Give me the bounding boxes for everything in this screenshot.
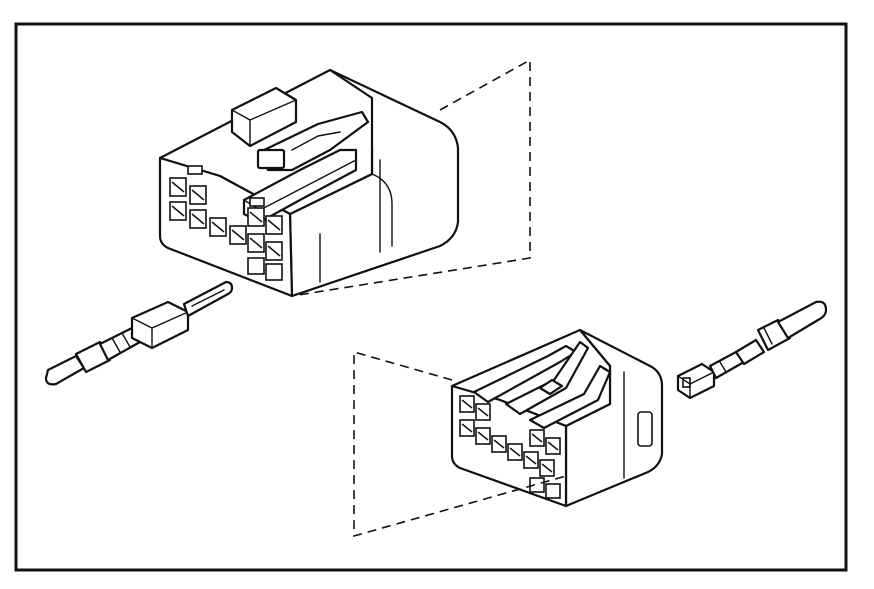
small-cavity-12	[545, 483, 561, 499]
large-connector-latch-right-ridge	[291, 131, 341, 151]
large-connector-key-slot-left	[187, 165, 203, 175]
small-terminal-neck-line	[719, 361, 727, 373]
small-terminal-crimp-line	[763, 327, 773, 345]
small-cavity-latches	[461, 399, 559, 473]
large-terminal-wire	[44, 354, 86, 386]
large-connector-rib	[371, 173, 393, 247]
small-connector-side-window	[637, 411, 653, 447]
large-connector-lock-button	[256, 148, 286, 170]
large-connector-latch-left	[230, 86, 298, 148]
small-terminal-box-edges	[677, 371, 715, 399]
large-cavity-11	[247, 257, 265, 275]
small-connector-ridge-right	[528, 364, 612, 430]
small-terminal-wire	[776, 300, 828, 340]
large-terminal-crimp-lines	[111, 332, 131, 353]
large-connector-cavities	[169, 165, 283, 281]
small-connector-alignment-plane	[353, 350, 567, 538]
small-cavity-11	[529, 477, 545, 493]
large-connector-latch-right	[258, 110, 370, 172]
large-connector-key-slot-right	[249, 197, 265, 207]
large-connector-side-face	[288, 68, 460, 298]
large-connector	[158, 68, 460, 298]
large-terminal-pin-highlight	[191, 289, 225, 307]
figure-border	[14, 22, 848, 572]
large-terminal-pin	[182, 280, 234, 318]
small-connector-lock-tab	[538, 378, 564, 396]
small-terminal	[676, 300, 828, 400]
small-terminal-conductor-crimp	[734, 338, 766, 366]
large-connector-alignment-plane	[291, 58, 531, 297]
small-connector-cavities	[459, 395, 561, 499]
small-connector-side-face	[564, 328, 664, 508]
large-terminal	[44, 280, 234, 386]
small-connector	[450, 328, 664, 508]
large-cavity-latches	[171, 181, 281, 257]
large-cavity-12	[265, 263, 283, 281]
large-terminal-box-edges	[131, 311, 189, 349]
